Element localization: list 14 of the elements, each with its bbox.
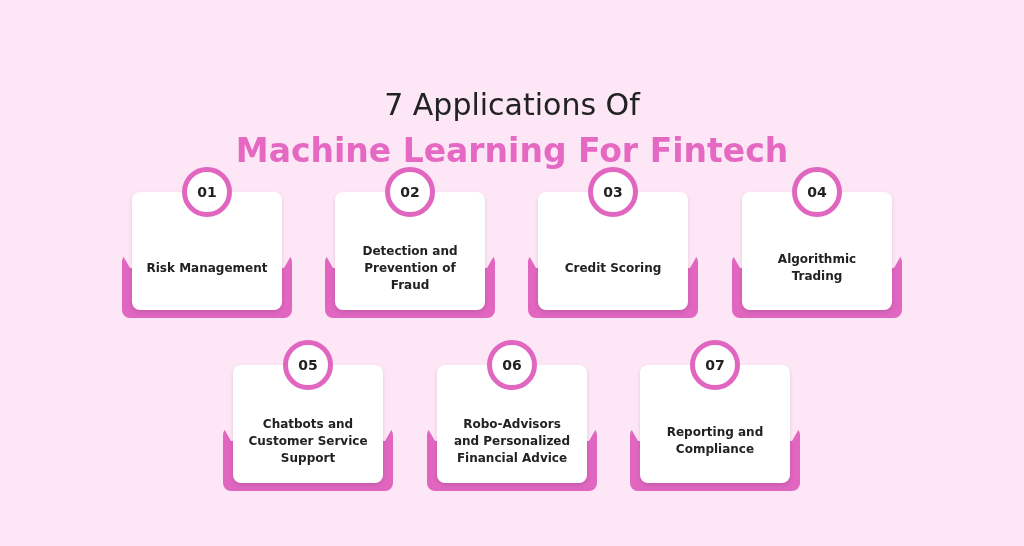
application-label: Chatbots and Customer Service Support	[247, 415, 369, 467]
number-badge: 05	[283, 340, 333, 390]
number-badge: 07	[690, 340, 740, 390]
application-label: Algorithmic Trading	[776, 251, 858, 285]
application-label: Robo-Advisors and Personalized Financial Advice	[452, 415, 572, 467]
application-label: Risk Management	[145, 259, 269, 277]
application-label: Credit Scoring	[563, 259, 663, 277]
application-label: Detection and Prevention of Fraud	[361, 242, 459, 294]
number-badge: 01	[182, 167, 232, 217]
application-label: Reporting and Compliance	[665, 424, 765, 458]
number-badge: 03	[588, 167, 638, 217]
number-badge: 02	[385, 167, 435, 217]
number-badge: 04	[792, 167, 842, 217]
number-badge: 06	[487, 340, 537, 390]
